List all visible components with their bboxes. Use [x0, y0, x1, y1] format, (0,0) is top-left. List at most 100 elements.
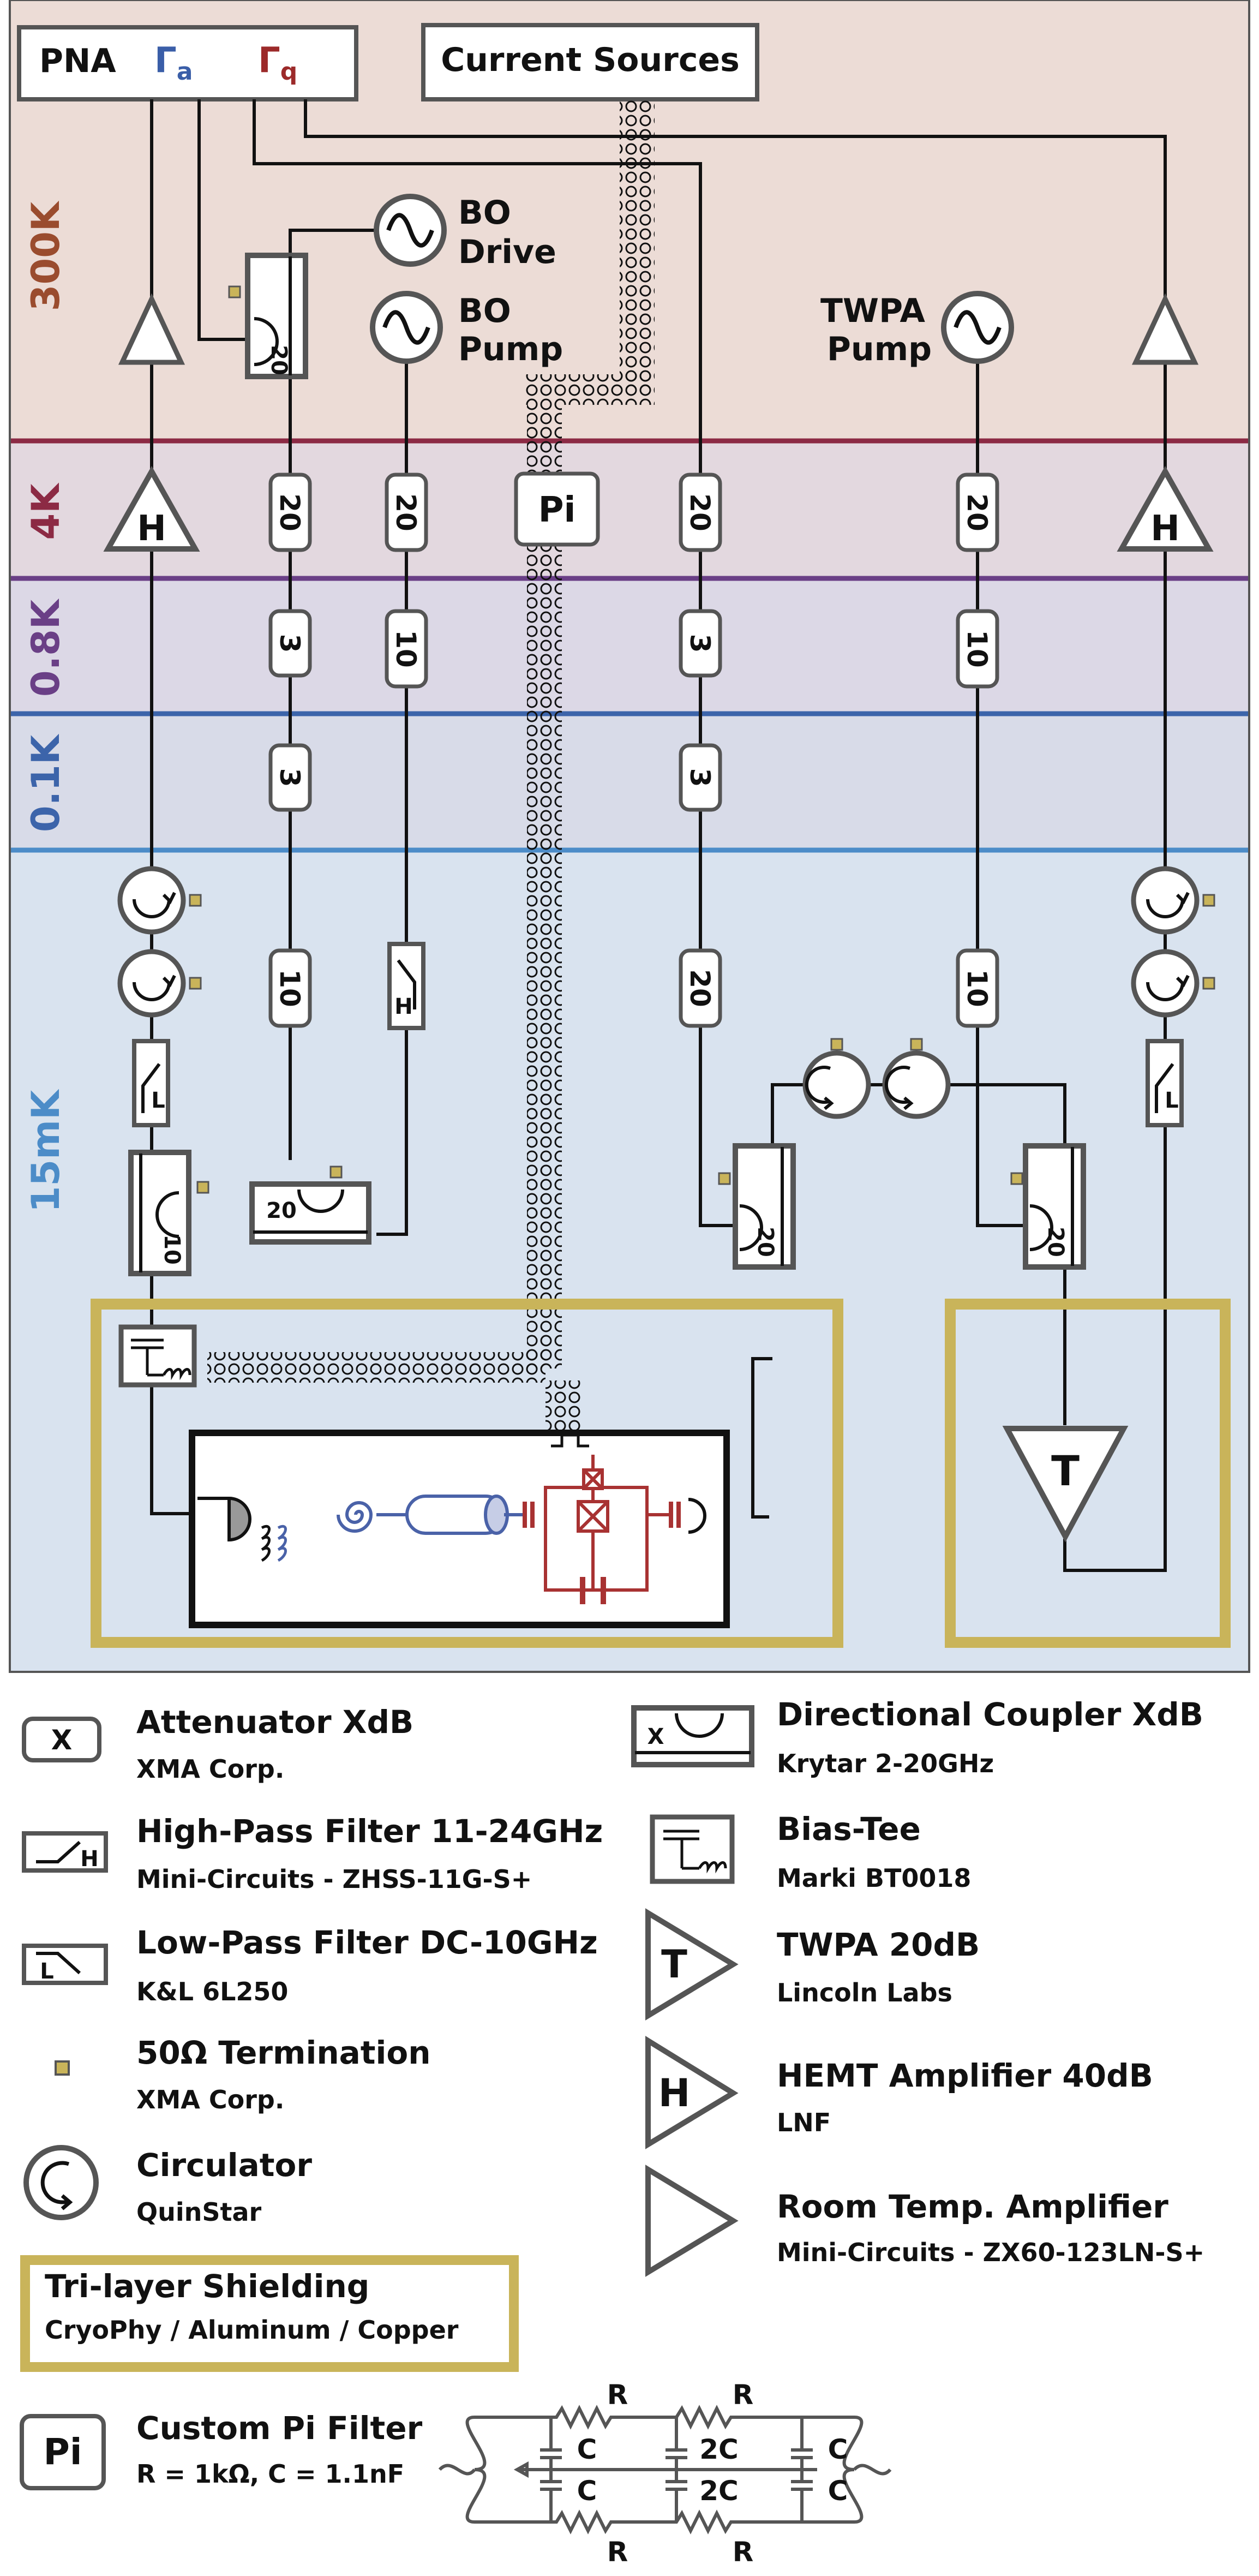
svg-text:X: X	[648, 1724, 664, 1749]
legend-shield-title: Tri-layer Shielding	[45, 2268, 369, 2305]
bo-drive-label-2: Drive	[458, 233, 556, 271]
svg-text:10: 10	[390, 630, 422, 668]
svg-text:3: 3	[274, 768, 305, 787]
legend-attenuator-icon	[22, 1717, 101, 1762]
legend-shield-icon	[20, 2255, 519, 2372]
legend-biastee-title: Bias-Tee	[777, 1810, 921, 1848]
device-spiral	[337, 1501, 373, 1533]
current-sources-box: Current Sources	[421, 23, 759, 101]
twpa-pump-label-2: Pump	[827, 330, 932, 368]
bo-pump-label-1: BO	[458, 292, 511, 330]
bo-pump-source: BO Pump	[370, 291, 563, 368]
svg-text:L: L	[1165, 1088, 1179, 1113]
legend-attenuator-title: Attenuator XdB	[136, 1704, 413, 1741]
svg-text:L: L	[40, 1959, 54, 1984]
dircoupler-left-15mK: 10	[128, 1150, 209, 1276]
svg-text:20: 20	[684, 969, 716, 1007]
device-box	[189, 1430, 730, 1628]
legend-circulator-icon	[23, 2145, 99, 2220]
svg-text:R: R	[607, 2379, 628, 2411]
hemt-amp-right-label: H	[1150, 509, 1180, 549]
bo-drive-source: BO Drive	[374, 194, 556, 271]
svg-text:2C: 2C	[699, 2475, 738, 2507]
circulator-left-2	[117, 949, 202, 1018]
legend-hemt-icon	[645, 2036, 739, 2149]
svg-text:C: C	[577, 2434, 597, 2465]
gamma-a-label: Γa	[154, 40, 193, 86]
svg-text:C: C	[828, 2434, 848, 2465]
bias-tee	[118, 1324, 197, 1388]
gamma-q-label: Γq	[258, 40, 297, 86]
svg-text:Pi: Pi	[538, 490, 576, 530]
svg-text:T: T	[661, 1942, 687, 1987]
svg-text:R: R	[607, 2536, 628, 2568]
svg-text:20: 20	[266, 1198, 297, 1223]
device-qubit	[544, 1455, 649, 1604]
svg-text:R: R	[733, 2536, 754, 2568]
stage-08K-band	[10, 578, 1249, 714]
svg-text:H: H	[80, 1846, 98, 1872]
svg-text:20: 20	[753, 1227, 778, 1257]
legend-rta-sub: Mini-Circuits - ZX60-123LN-S+	[777, 2238, 1204, 2267]
circulators	[117, 866, 1215, 1119]
dircoupler-bo-15mK: 20	[249, 1166, 371, 1245]
svg-text:H: H	[394, 994, 412, 1019]
legend-hemt-sub: LNF	[777, 2108, 831, 2137]
legend-twpa-sub: Lincoln Labs	[777, 1978, 952, 2007]
rt-amp-left	[118, 293, 185, 365]
legend-circulator-sub: QuinStar	[136, 2197, 262, 2227]
att-1792-08K	[956, 609, 999, 689]
device-port-right	[688, 1498, 706, 1534]
legend-biastee-icon	[650, 1814, 735, 1884]
termination-left-coupler	[196, 1181, 209, 1194]
pna-box: PNA Γa Γq	[17, 25, 358, 101]
svg-text:3: 3	[684, 768, 716, 787]
circulator-right-1	[1131, 866, 1215, 935]
legend-termination-icon	[55, 2060, 70, 2076]
svg-text:3: 3	[274, 634, 305, 653]
svg-text:3: 3	[684, 634, 716, 653]
svg-text:10: 10	[159, 1234, 184, 1265]
legend-attenuator-sub: XMA Corp.	[136, 1754, 284, 1784]
wire-gamma-q	[253, 99, 736, 1227]
att-1284-08K	[679, 609, 722, 678]
twpa-pump-source: TWPA Pump	[820, 291, 1014, 368]
rt-amp-right	[1131, 293, 1199, 365]
pi-filter-schematic	[438, 2405, 892, 2535]
lpf-right: L	[1146, 1039, 1184, 1127]
hemt-amp-right	[1117, 465, 1214, 552]
wire-bo-drive	[289, 229, 376, 256]
legend-rta-icon	[645, 2165, 739, 2277]
current-sources-label: Current Sources	[441, 41, 740, 79]
twisted-pair-to-biastee	[207, 1352, 545, 1383]
svg-text:L: L	[151, 1088, 165, 1113]
att-532-01K	[268, 743, 312, 812]
wire-gamma-a	[197, 99, 254, 341]
svg-text:20: 20	[266, 345, 291, 375]
legend-twpa-icon	[645, 1908, 739, 2021]
svg-text:T: T	[1051, 1447, 1080, 1495]
wire-readout-output	[751, 1357, 772, 1519]
svg-text:10: 10	[274, 969, 305, 1007]
diagram-frame	[9, 0, 1250, 1673]
att-1284-4K	[679, 473, 722, 552]
twpa-amp: T	[1002, 1426, 1129, 1543]
legend-pi-title: Custom Pi Filter	[136, 2410, 423, 2447]
svg-text:Pi: Pi	[44, 2431, 82, 2473]
legend-hpf-sub: Mini-Circuits - ZHSS-11G-S+	[136, 1864, 532, 1894]
legend-biastee-sub: Marki BT0018	[777, 1863, 971, 1893]
wire-circ-to-twpa	[949, 1083, 1066, 1425]
svg-text:20: 20	[684, 493, 716, 531]
legend-twpa-title: TWPA 20dB	[777, 1926, 980, 1963]
legend-dircoupler-title: Directional Coupler XdB	[777, 1696, 1203, 1733]
lpf-left: L	[132, 1039, 170, 1127]
circulator-right-2	[1131, 949, 1215, 1018]
circulator-mid-2	[882, 1038, 951, 1119]
stage-label-08K: 0.8K	[23, 598, 68, 697]
legend-lpf-title: Low-Pass Filter DC-10GHz	[136, 1924, 598, 1961]
tri-layer-shields	[91, 1299, 1231, 1648]
legend-lpf-sub: K&L 6L250	[136, 1977, 288, 2006]
legend: X Attenuator XdB XMA Corp. X Directional…	[20, 1696, 1204, 2568]
